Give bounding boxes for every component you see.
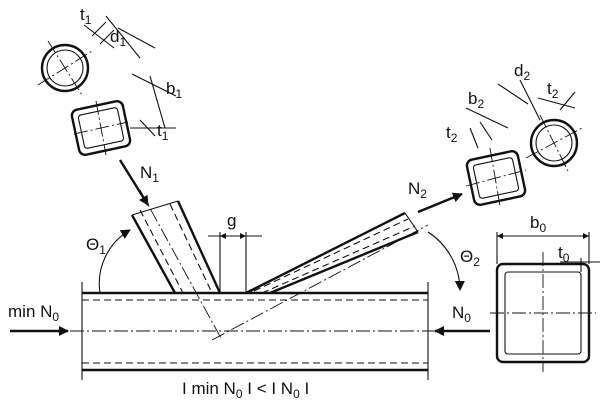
brace1-square-section [70, 100, 132, 156]
label-condition: I min N0 I < I N0 I [182, 379, 309, 401]
brace2-circular-section [525, 114, 583, 172]
label-theta2: Θ2 [460, 247, 480, 269]
brace1-dimensions [83, 15, 177, 137]
label-gap: g [227, 211, 236, 230]
theta2-arc [427, 231, 465, 291]
label-min-n0: min N0 [8, 302, 59, 324]
force-n1-arrow [118, 159, 150, 206]
label-theta1: Θ1 [86, 235, 106, 257]
chord-member [70, 282, 440, 380]
label-t0: t0 [558, 243, 570, 265]
brace2-square-section [465, 147, 527, 207]
label-d1: d1 [110, 27, 126, 49]
label-b2: b2 [468, 89, 484, 111]
label-t2-top: t2 [547, 79, 559, 101]
label-t1-top: t1 [80, 5, 92, 27]
force-n2-arrow [417, 192, 463, 214]
brace-1 [130, 189, 223, 341]
label-b0: b0 [530, 213, 546, 235]
label-d2: d2 [514, 61, 530, 83]
label-b1: b1 [166, 79, 182, 101]
theta1-arc [98, 229, 131, 294]
label-n1: N1 [140, 163, 159, 185]
gap-dimension [208, 232, 262, 293]
brace2-dimensions [465, 79, 576, 149]
chord-square-section [490, 232, 600, 372]
brace-2 [211, 211, 429, 341]
label-n0: N0 [452, 303, 471, 325]
label-t2-left: t2 [446, 123, 458, 145]
brace1-circular-section [37, 40, 93, 96]
label-n2: N2 [408, 179, 427, 201]
label-t1-bottom: t1 [157, 121, 169, 143]
